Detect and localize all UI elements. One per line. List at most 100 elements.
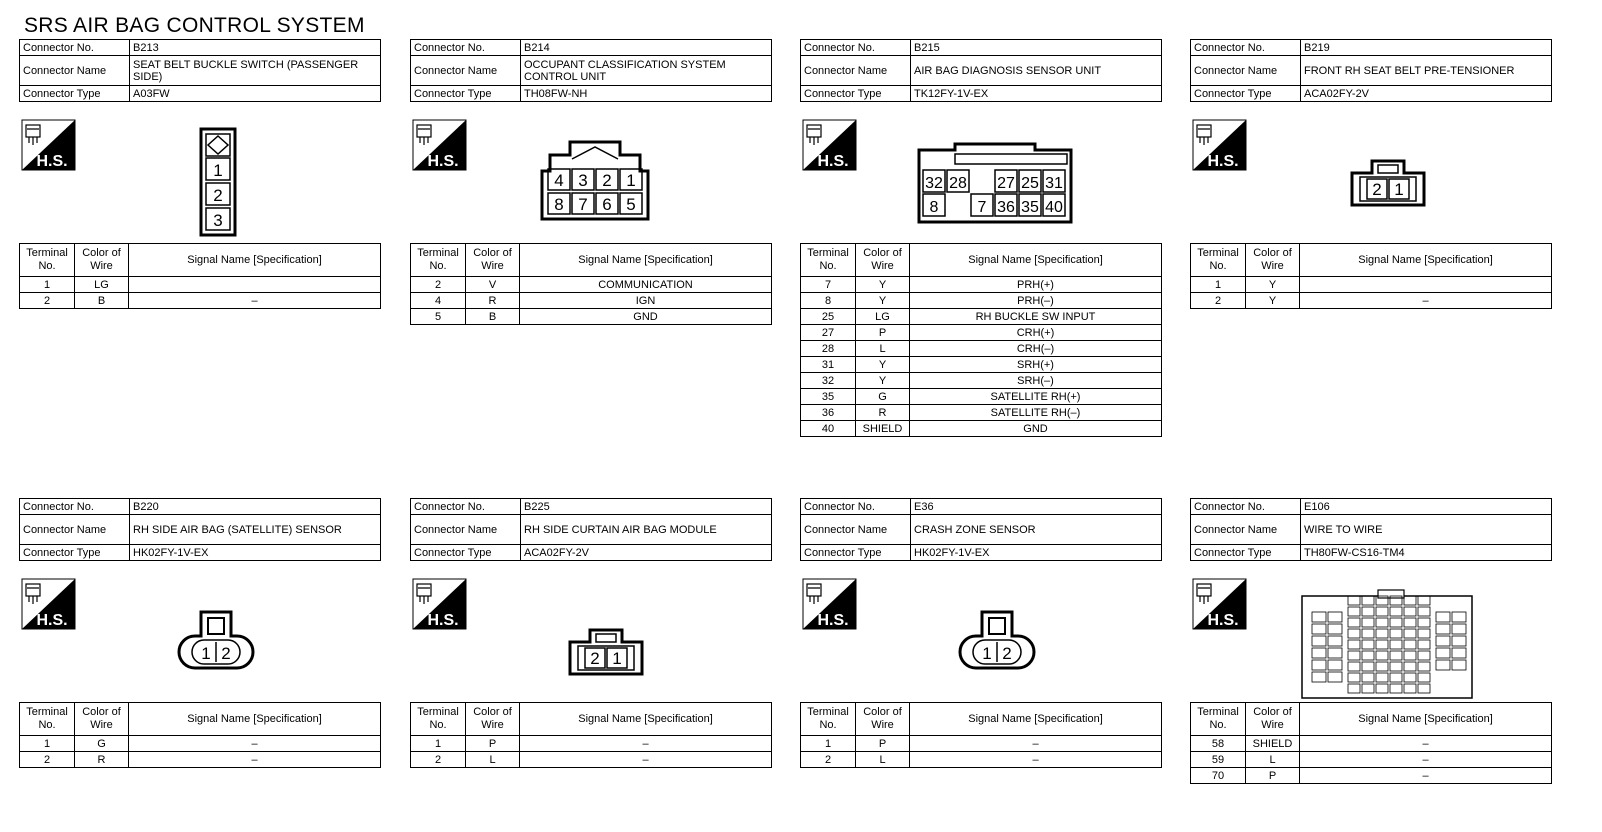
hs-label: H.S. [1207,612,1238,629]
signal-name: – [519,735,772,752]
signal-name: – [519,751,772,768]
pin-label: 4 [554,171,563,190]
terminal-no: 2 [19,292,75,309]
wire-color: P [1245,767,1300,784]
harness-side-icon: H.S. [802,119,857,171]
pin-label: 1 [1394,180,1403,199]
pin-label: 6 [602,195,611,214]
connector-type-label: Connector Type [800,85,911,102]
terminal-no: 5 [410,308,466,325]
connector-name-label: Connector Name [1190,514,1301,545]
signal-name: RH BUCKLE SW INPUT [909,308,1162,325]
signal-name: PRH(–) [909,292,1162,309]
connector-no-label: Connector No. [19,498,130,515]
connector-name-value: AIR BAG DIAGNOSIS SENSOR UNIT [910,55,1162,86]
terminal-no: 2 [19,751,75,768]
pin-label: 1 [612,649,621,668]
pin-label: 2 [590,649,599,668]
terminal-no: 70 [1190,767,1246,784]
pin-label: 7 [978,199,987,216]
pin-label: 3 [578,171,587,190]
pin-label: 1 [626,171,635,190]
pin-label: 28 [949,175,967,192]
terminal-no: 40 [800,420,856,437]
signal-name: COMMUNICATION [519,276,772,293]
terminal-no: 32 [800,372,856,389]
page-title: SRS AIR BAG CONTROL SYSTEM [24,14,365,37]
connector-no-label: Connector No. [410,498,521,515]
wire-color: P [465,735,520,752]
connector-type-label: Connector Type [19,85,130,102]
signal-name: – [909,735,1162,752]
wire-color: L [465,751,520,768]
signal-name [128,276,381,293]
connector-type-value: TH08FW-NH [520,85,772,102]
hs-label: H.S. [36,612,67,629]
wire-color: LG [855,308,910,325]
hs-label: H.S. [36,153,67,170]
wire-color: G [855,388,910,405]
harness-side-icon: H.S. [1192,578,1247,630]
color-of-wire-header: Color of Wire [855,702,910,736]
signal-name: – [1299,767,1552,784]
wire-color: SHIELD [855,420,910,437]
signal-name: GND [909,420,1162,437]
connector-name-label: Connector Name [410,55,521,86]
connector-type-label: Connector Type [410,544,521,561]
terminal-no: 28 [800,340,856,357]
signal-name: SRH(–) [909,372,1162,389]
connector-name-value: FRONT RH SEAT BELT PRE-TENSIONER [1300,55,1552,86]
hs-label: H.S. [427,153,458,170]
connector-no-value: E36 [910,498,1162,515]
signal-name: – [1299,735,1552,752]
connector-name-label: Connector Name [410,514,521,545]
connector-type-label: Connector Type [410,85,521,102]
connector-no-value: B213 [129,39,381,56]
signal-name-header: Signal Name [Specification] [128,702,381,736]
signal-name: – [128,735,381,752]
pin-label: 35 [1021,199,1039,216]
signal-name: – [909,751,1162,768]
connector-type-label: Connector Type [1190,85,1301,102]
wire-color: R [465,292,520,309]
wire-color: LG [74,276,129,293]
terminal-no: 8 [800,292,856,309]
wire-color: G [74,735,129,752]
connector-name-label: Connector Name [19,55,130,86]
signal-name: SRH(+) [909,356,1162,373]
pin-label: 40 [1045,199,1063,216]
connector-name-value: SEAT BELT BUCKLE SWITCH (PASSENGER SIDE) [129,55,381,86]
hs-label: H.S. [427,612,458,629]
wire-color: B [465,308,520,325]
connector-no-value: B219 [1300,39,1552,56]
terminal-no: 27 [800,324,856,341]
terminal-no: 35 [800,388,856,405]
connector-name-value: OCCUPANT CLASSIFICATION SYSTEM CONTROL U… [520,55,772,86]
connector-type-label: Connector Type [1190,544,1301,561]
wire-color: R [74,751,129,768]
signal-name: SATELLITE RH(+) [909,388,1162,405]
